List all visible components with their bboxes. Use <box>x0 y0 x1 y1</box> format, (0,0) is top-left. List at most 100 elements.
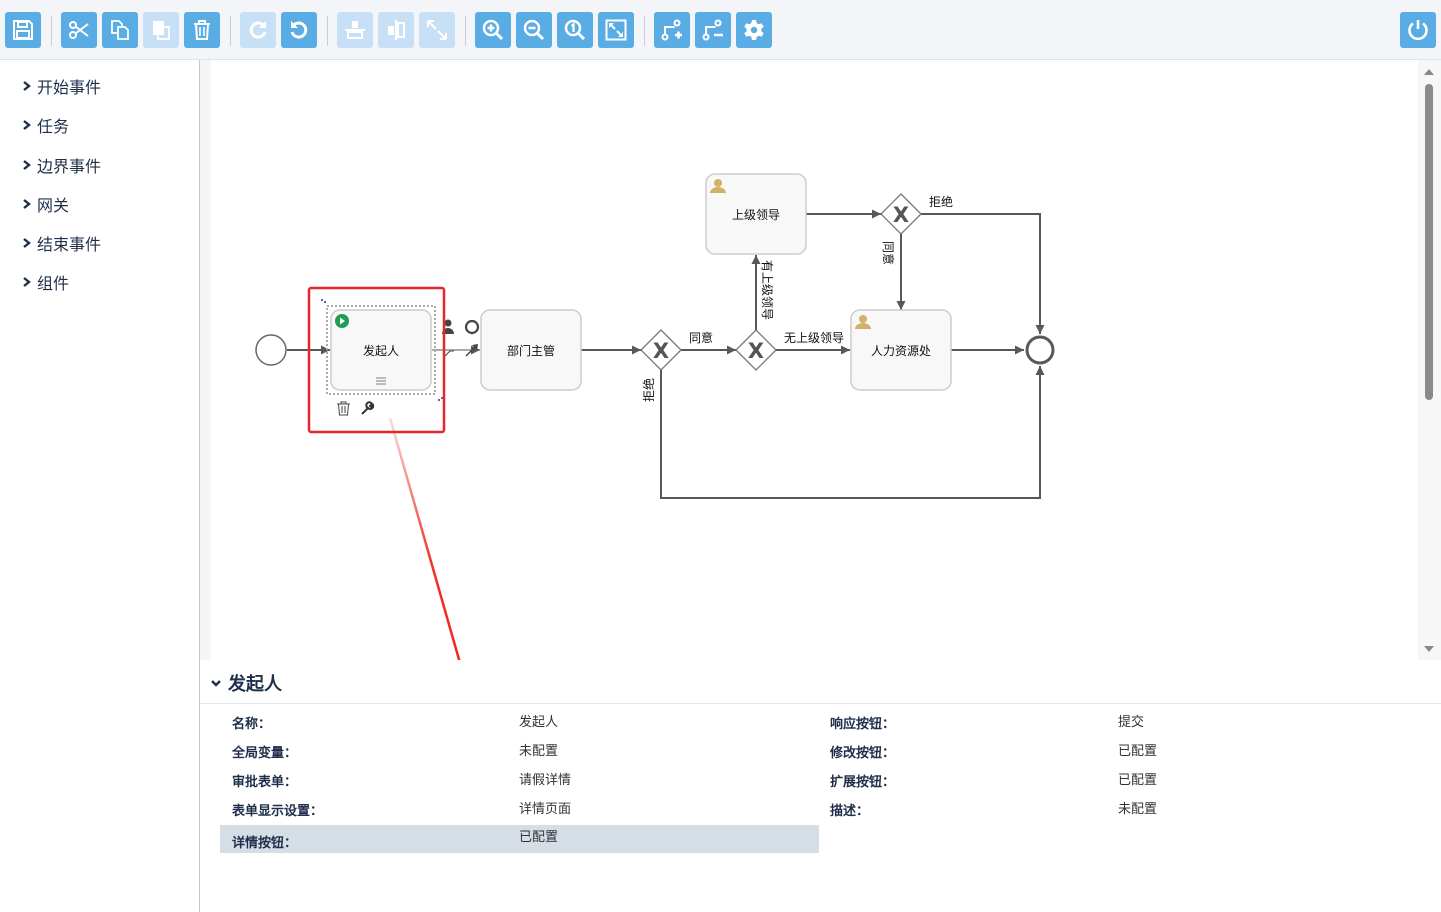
close-editor-button[interactable] <box>1400 12 1436 48</box>
x-icon: X <box>653 339 669 363</box>
same-size-icon <box>427 20 447 40</box>
flow-gateway1-to-end-reject[interactable] <box>660 366 1045 499</box>
sidebar-item-gateway[interactable]: 网关 <box>20 192 69 216</box>
align-vertical-button[interactable] <box>337 12 373 48</box>
settings-button[interactable] <box>736 12 772 48</box>
property-row[interactable]: 名称： 发起人 <box>220 706 820 734</box>
x-icon: X <box>748 339 764 363</box>
task-dept-manager[interactable]: 部门主管 <box>480 309 582 391</box>
property-row-selected[interactable]: 详情按钮： 已配置 <box>220 825 819 853</box>
paste-button[interactable] <box>143 12 179 48</box>
connect-icon[interactable] <box>443 350 454 358</box>
sidebar-item-boundary-event[interactable]: 边界事件 <box>20 153 101 177</box>
sidebar-item-label: 任务 <box>37 117 70 136</box>
property-row[interactable]: 描述： 未配置 <box>818 793 1418 821</box>
chevron-right-icon <box>23 199 31 209</box>
align-horizontal-icon <box>388 20 405 40</box>
flow-label-reject-1: 拒绝 <box>641 378 656 402</box>
property-value: 发起人 <box>519 715 559 730</box>
task-hr[interactable]: 人力资源处 <box>850 309 952 391</box>
task-superior[interactable]: 上级领导 <box>705 173 807 255</box>
task-initiator[interactable]: 发起人 <box>321 299 443 401</box>
copy-button[interactable] <box>102 12 138 48</box>
task-label: 发起人 <box>363 343 399 358</box>
properties-title: 发起人 <box>228 674 282 695</box>
delete-element-icon[interactable] <box>337 401 350 416</box>
add-bendpoint-button[interactable] <box>654 12 690 48</box>
align-horizontal-button[interactable] <box>378 12 414 48</box>
zoom-in-button[interactable] <box>475 12 511 48</box>
start-event[interactable] <box>255 334 287 366</box>
zoom-actual-icon <box>564 19 586 41</box>
append-arrow-icon[interactable] <box>465 345 477 357</box>
end-event[interactable] <box>1025 335 1055 365</box>
sidebar-item-task[interactable]: 任务 <box>20 113 69 137</box>
zoom-out-icon <box>523 19 545 41</box>
task-label: 人力资源处 <box>871 344 931 358</box>
zoom-actual-button[interactable] <box>557 12 593 48</box>
property-row[interactable]: 修改按钮： 已配置 <box>818 735 1418 763</box>
flow-label-approve: 同意 <box>881 241 896 265</box>
property-row[interactable]: 响应按钮： 提交 <box>818 706 1418 734</box>
property-value: 未配置 <box>1118 802 1158 817</box>
user-icon <box>710 179 726 193</box>
zoom-out-button[interactable] <box>516 12 552 48</box>
properties-header[interactable]: 发起人 <box>210 670 282 696</box>
canvas-gutter <box>200 60 211 660</box>
redo-icon <box>249 21 267 39</box>
scroll-down-icon[interactable] <box>1424 645 1434 653</box>
sidebar-item-end-event[interactable]: 结束事件 <box>20 231 101 255</box>
save-button[interactable] <box>5 12 41 48</box>
append-end-event-icon[interactable] <box>464 319 480 335</box>
scrollbar-thumb[interactable] <box>1425 84 1433 400</box>
form-icon <box>376 377 386 385</box>
cut-button[interactable] <box>61 12 97 48</box>
chevron-right-icon <box>23 238 31 248</box>
undo-button[interactable] <box>281 12 317 48</box>
zoom-fit-button[interactable] <box>598 12 634 48</box>
property-row[interactable]: 表单显示设置： 详情页面 <box>220 793 820 821</box>
property-label: 表单显示设置： <box>232 804 324 819</box>
sidebar-item-start-event[interactable]: 开始事件 <box>20 74 101 98</box>
property-label: 全局变量： <box>232 746 298 761</box>
property-value: 提交 <box>1118 715 1145 730</box>
highlight-box <box>307 286 446 434</box>
exclusive-gateway-1[interactable]: X <box>640 329 682 371</box>
property-row[interactable]: 审批表单： 请假详情 <box>220 764 820 792</box>
remove-bendpoint-button[interactable] <box>695 12 731 48</box>
user-icon <box>855 315 871 329</box>
delete-button[interactable] <box>184 12 220 48</box>
exclusive-gateway-2[interactable]: X <box>735 329 777 371</box>
paste-icon <box>153 21 170 40</box>
property-row[interactable]: 全局变量： 未配置 <box>220 735 820 763</box>
flow-label-reject-2: 拒绝 <box>929 194 953 209</box>
scroll-up-icon[interactable] <box>1424 68 1434 76</box>
flow-label-has-superior: 有上级领导 <box>760 260 774 320</box>
chevron-right-icon <box>23 160 31 170</box>
sidebar-item-component[interactable]: 组件 <box>20 270 69 294</box>
flow-gateway3-to-end-reject[interactable] <box>921 213 1045 334</box>
gear-icon <box>744 20 764 40</box>
same-size-button[interactable] <box>419 12 455 48</box>
task-label: 部门主管 <box>507 343 555 358</box>
zoom-fit-icon <box>605 19 627 41</box>
sidebar-item-label: 开始事件 <box>37 78 102 97</box>
x-icon: X <box>893 203 909 227</box>
wrench-icon[interactable] <box>361 401 375 415</box>
canvas-vertical-scrollbar[interactable] <box>1418 60 1441 660</box>
flow-label-agree: 同意 <box>689 330 713 345</box>
sidebar-item-label: 网关 <box>37 196 70 215</box>
property-value: 已配置 <box>1118 744 1158 759</box>
sidebar-item-label: 结束事件 <box>37 235 102 254</box>
properties-divider <box>200 703 1441 704</box>
exclusive-gateway-3[interactable]: X <box>880 193 922 235</box>
toolbar-separator <box>644 16 645 46</box>
property-value: 已配置 <box>519 830 559 845</box>
property-value: 详情页面 <box>519 802 572 817</box>
redo-button[interactable] <box>240 12 276 48</box>
toolbar-separator <box>465 16 466 46</box>
property-row[interactable]: 扩展按钮： 已配置 <box>818 764 1418 792</box>
property-value: 未配置 <box>519 744 559 759</box>
flow-label-no-superior: 无上级领导 <box>784 331 844 345</box>
property-value: 请假详情 <box>519 773 572 788</box>
